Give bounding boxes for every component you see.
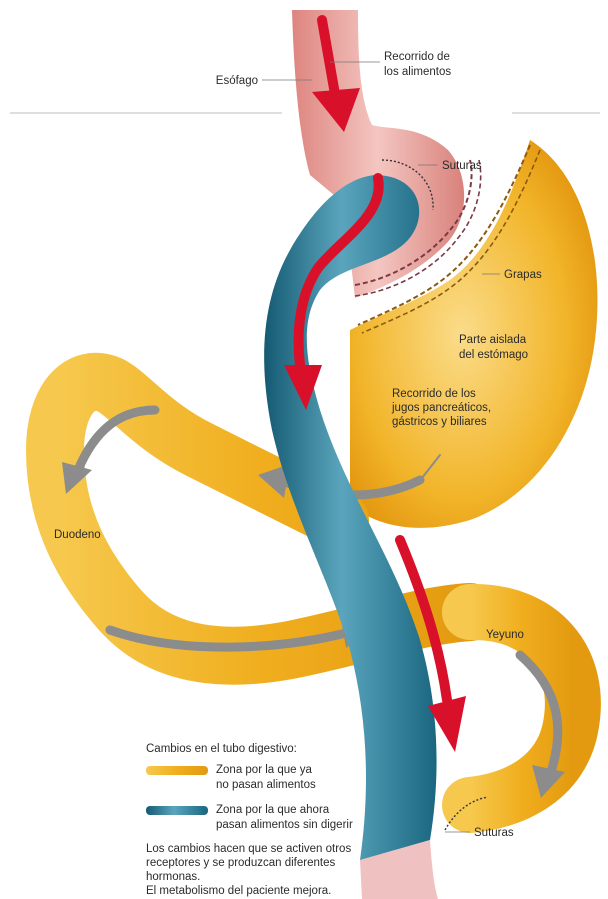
label-food-route-1: Recorrido de — [384, 51, 450, 63]
legend-blue-line1: Zona por la que ahora — [216, 804, 330, 816]
label-esophagus: Esófago — [216, 75, 258, 87]
legend-note-3: hormonas. — [146, 871, 200, 883]
label-jejunum: Yeyuno — [486, 629, 524, 641]
legend-blue-line2: pasan alimentos sin digerir — [216, 819, 353, 831]
legend-note-2: receptores y se produzcan diferentes — [146, 857, 335, 869]
label-sutures-top: Suturas — [442, 160, 482, 172]
label-juices-1: Recorrido de los — [392, 388, 476, 400]
legend-swatch-yellow — [146, 766, 208, 775]
legend-title: Cambios en el tubo digestivo: — [146, 743, 297, 755]
legend-note-1: Los cambios hacen que se activen otros — [146, 843, 351, 855]
legend-yellow-line2: no pasan alimentos — [216, 779, 316, 791]
legend-note-4: El metabolismo del paciente mejora. — [146, 885, 331, 897]
label-juices-2: jugos pancreáticos, — [391, 402, 491, 414]
legend-swatch-blue — [146, 806, 208, 815]
label-isolated-part-1: Parte aislada — [459, 334, 527, 346]
label-isolated-part-2: del estómago — [459, 349, 528, 361]
label-food-route-2: los alimentos — [384, 66, 451, 78]
label-juices-3: gástricos y biliares — [392, 416, 487, 428]
label-sutures-bottom: Suturas — [474, 827, 514, 839]
legend: Cambios en el tubo digestivo: Zona por l… — [146, 743, 353, 897]
legend-yellow-line1: Zona por la que ya — [216, 764, 313, 776]
label-duodenum: Duodeno — [54, 529, 101, 541]
label-staples: Grapas — [504, 269, 542, 281]
